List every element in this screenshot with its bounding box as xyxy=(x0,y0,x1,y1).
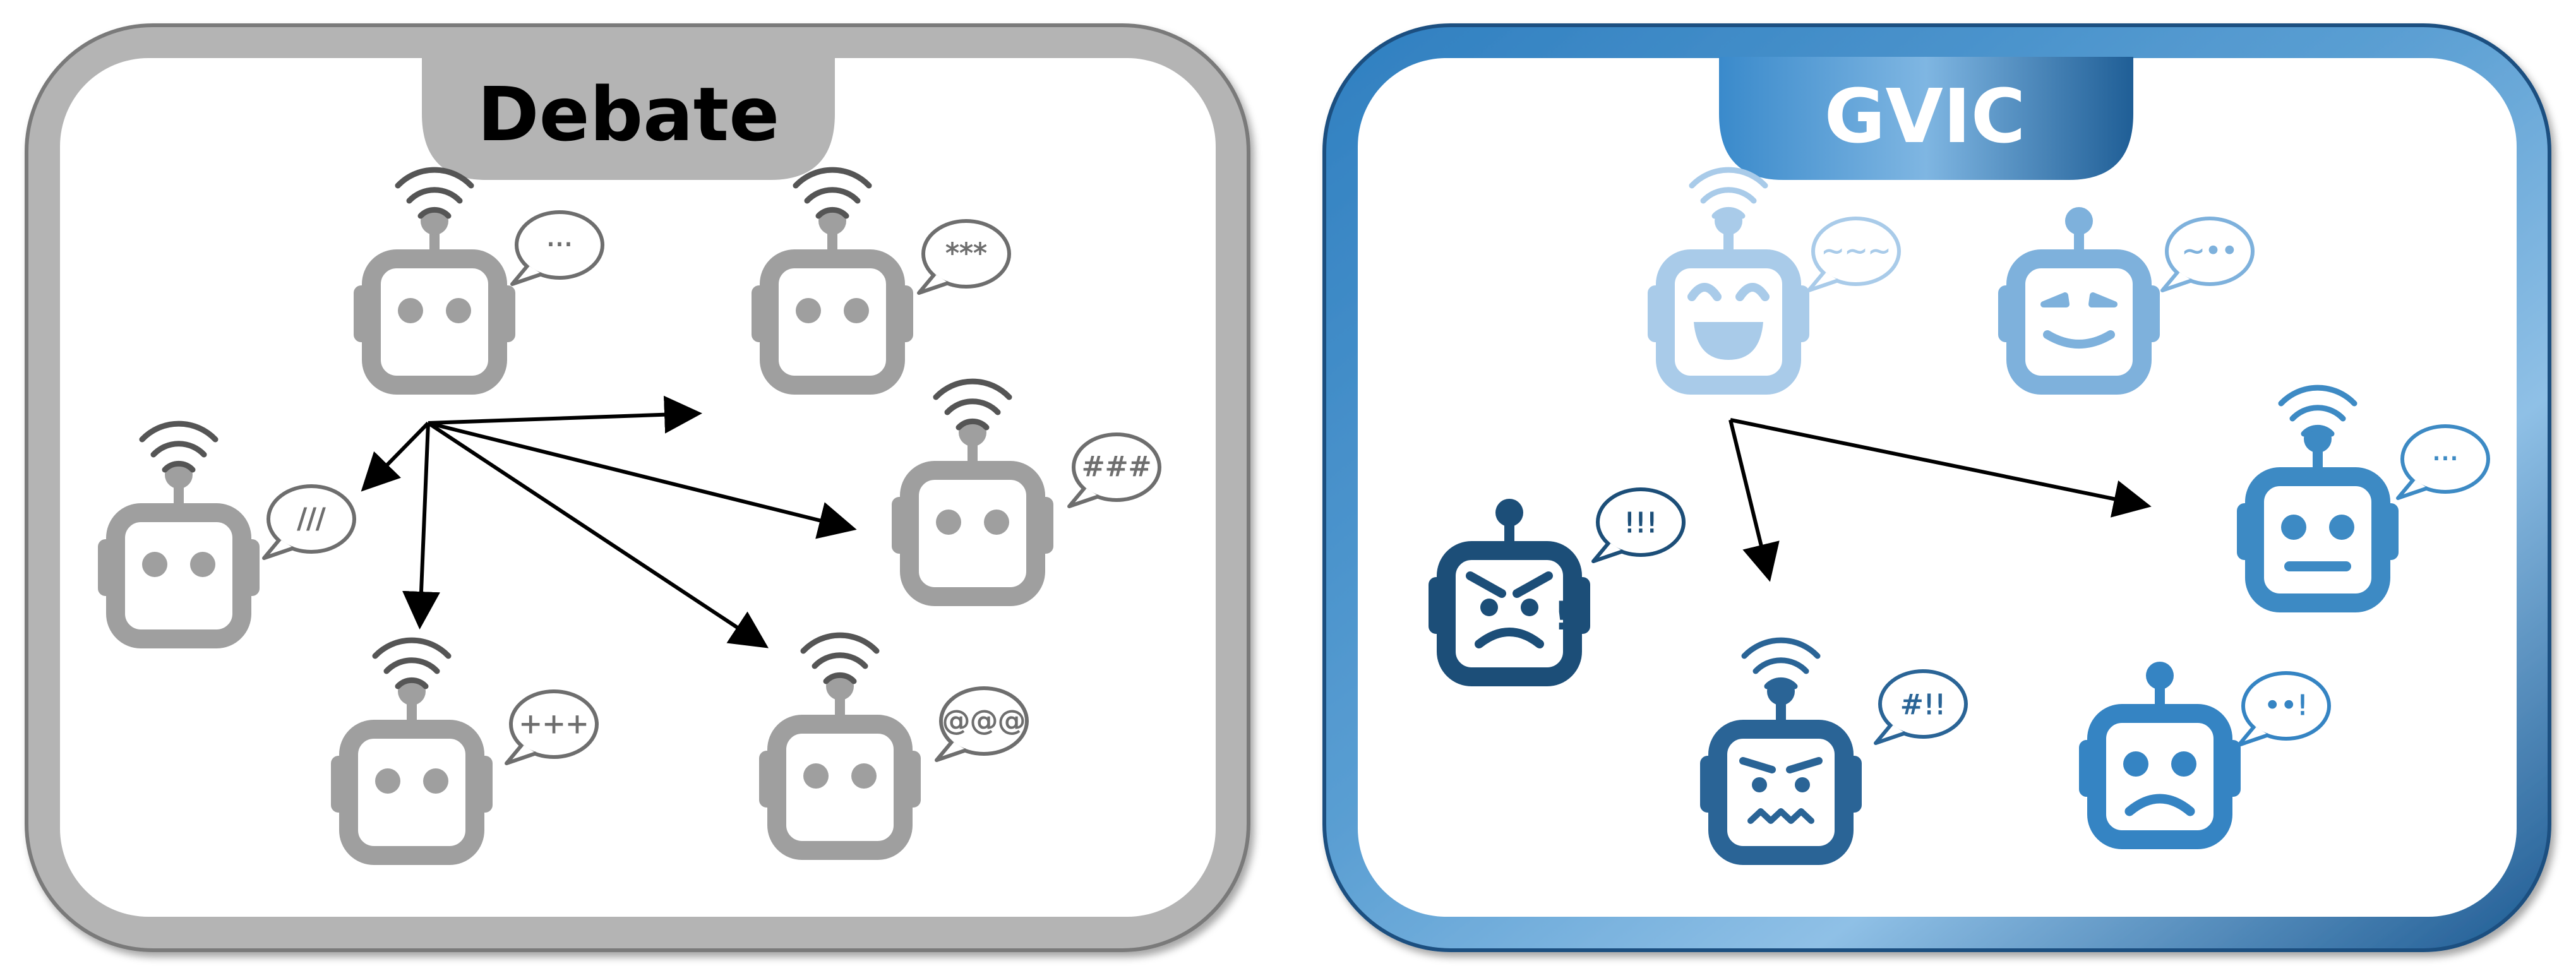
debate-robot-4: ### xyxy=(892,381,1159,597)
debate-bubble-2: *** xyxy=(945,237,987,270)
gvic-robot-frustrated: #!! xyxy=(1700,640,1966,856)
gvic-bubble-5: #!! xyxy=(1900,689,1946,721)
gvic-title: GVIC xyxy=(1824,73,2026,160)
gvic-robot-neutral: ··· xyxy=(2237,388,2488,603)
gvic-bubble-2: ~•• xyxy=(2182,235,2238,267)
debate-bubble-1: ··· xyxy=(546,229,573,261)
debate-bubble-4: ### xyxy=(1082,451,1152,483)
debate-arrow-1 xyxy=(428,395,702,434)
debate-title-tab xyxy=(422,57,835,180)
debate-robot-3: /// xyxy=(98,424,354,639)
gvic-robot-laughing: ~~~ xyxy=(1648,170,1899,385)
debate-bubble-6: @@@ xyxy=(942,705,1026,737)
gvic-title-tab xyxy=(1719,57,2133,180)
debate-robot-5: +++ xyxy=(331,640,597,856)
gvic-robot-content: ~•• xyxy=(1998,207,2253,385)
gvic-bubble-1: ~~~ xyxy=(1821,235,1891,267)
debate-inner xyxy=(60,58,1216,917)
gvic-robot-angry: ! !!! xyxy=(1429,489,1684,677)
gvic-bubble-3: !!! xyxy=(1624,507,1658,539)
svg-text:!: ! xyxy=(1554,593,1571,639)
debate-arrow-3 xyxy=(402,422,440,629)
debate-title: Debate xyxy=(477,71,780,158)
debate-panel: Debate ··· *** /// xyxy=(25,23,1250,952)
debate-arrow-2 xyxy=(361,421,430,492)
gvic-arrow-1 xyxy=(1730,418,2152,518)
gvic-bubble-6: ••! xyxy=(2264,689,2308,722)
debate-bubble-3: /// xyxy=(297,503,326,535)
gvic-inner xyxy=(1358,58,2517,917)
debate-bubble-5: +++ xyxy=(519,708,589,740)
debate-arrows xyxy=(361,395,857,648)
gvic-panel: GVIC ~~~ ~•• ! xyxy=(1322,23,2551,952)
gvic-arrow-2 xyxy=(1728,419,1780,582)
gvic-arrows xyxy=(1728,418,2152,582)
debate-robot-1: ··· xyxy=(354,170,602,385)
gvic-bubble-4: ··· xyxy=(2432,443,2459,475)
gvic-robot-sad: ••! xyxy=(2079,662,2329,840)
debate-arrow-4 xyxy=(428,421,857,539)
debate-robot-2: *** xyxy=(752,170,1009,385)
debate-arrow-5 xyxy=(427,421,769,648)
debate-robot-6: @@@ xyxy=(759,635,1027,850)
